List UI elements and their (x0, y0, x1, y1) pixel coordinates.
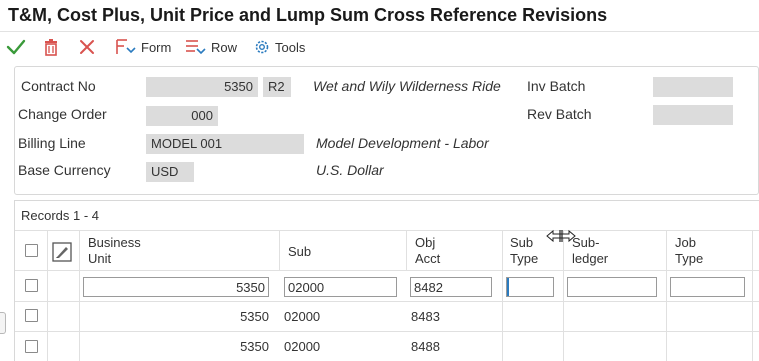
records-grid: Records 1 - 4 Business Unit Sub Obj Acct… (14, 200, 759, 361)
col-header-obj-acct-line1: Obj (415, 235, 436, 250)
form-menu-button[interactable]: Form (114, 37, 171, 57)
row-menu-button[interactable]: Row (184, 37, 237, 57)
col-header-obj-acct-line2: Acct (415, 251, 441, 266)
billing-line-description: Model Development - Labor (316, 135, 489, 151)
rev-batch-label: Rev Batch (527, 106, 592, 122)
select-all-checkbox[interactable] (25, 244, 38, 257)
col-header-subledger[interactable]: Sub- ledger (572, 235, 608, 267)
row-checkbox[interactable] (25, 279, 38, 292)
business-unit-input[interactable] (83, 277, 269, 297)
grid-top-border (15, 230, 759, 231)
base-currency-field: USD (146, 162, 194, 182)
change-order-field: 000 (146, 106, 218, 126)
title-bar: T&M, Cost Plus, Unit Price and Lump Sum … (0, 0, 759, 32)
row-checkbox[interactable] (25, 340, 38, 353)
row-checkbox[interactable] (25, 309, 38, 322)
col-header-sub-type[interactable]: Sub Type (510, 235, 538, 267)
x-icon (80, 40, 94, 54)
toolbar: Form Row Tools (0, 33, 759, 61)
billing-line-field: MODEL 001 (146, 134, 304, 154)
trash-icon (45, 39, 57, 56)
sub-input[interactable] (284, 277, 397, 297)
tools-menu-button[interactable]: Tools (252, 37, 305, 57)
subledger-input[interactable] (567, 277, 657, 297)
col-header-business-unit-line1: Business (88, 235, 141, 250)
page-title: T&M, Cost Plus, Unit Price and Lump Sum … (8, 5, 608, 25)
obj-acct-cell[interactable]: 8483 (411, 309, 440, 324)
checkmark-icon (6, 39, 26, 55)
col-divider (502, 230, 503, 361)
col-divider (752, 230, 753, 361)
header-form-panel: Contract No 5350 R2 Wet and Wily Wildern… (14, 66, 759, 195)
col-header-sub-type-line1: Sub (510, 235, 534, 250)
contract-no-label: Contract No (21, 78, 96, 94)
business-unit-cell[interactable]: 5350 (240, 339, 269, 354)
contract-type-field: R2 (263, 77, 291, 97)
column-resize-cursor-icon (546, 229, 576, 243)
records-count: Records 1 - 4 (21, 208, 100, 223)
col-header-subledger-line2: ledger (572, 251, 609, 266)
obj-acct-input[interactable] (410, 277, 492, 297)
base-currency-label: Base Currency (18, 162, 111, 178)
form-menu-label: Form (141, 39, 172, 55)
sub-type-input[interactable] (506, 277, 554, 297)
col-header-job-type-line2: Type (675, 251, 704, 266)
col-header-sub-type-line2: Type (510, 251, 539, 266)
rev-batch-field (653, 105, 733, 125)
col-divider (279, 230, 280, 270)
sub-cell[interactable]: 02000 (284, 339, 321, 354)
col-divider (563, 230, 564, 361)
job-type-input[interactable] (670, 277, 745, 297)
header-bottom-border (15, 270, 759, 271)
base-currency-description: U.S. Dollar (316, 162, 384, 178)
row-menu-label: Row (211, 39, 238, 55)
col-header-sub[interactable]: Sub (288, 244, 312, 259)
delete-button[interactable] (42, 37, 60, 57)
col-header-subledger-line1: Sub- (572, 235, 600, 250)
col-header-obj-acct[interactable]: Obj Acct (415, 235, 440, 267)
row-icon (186, 40, 206, 55)
grid-settings-icon[interactable] (52, 242, 72, 262)
side-panel-toggle[interactable] (0, 312, 6, 334)
form-icon (116, 39, 136, 54)
col-divider (406, 230, 407, 270)
col-header-business-unit-line2: Unit (88, 251, 112, 266)
col-header-job-type-line1: Job (675, 235, 696, 250)
business-unit-cell[interactable]: 5350 (240, 309, 269, 324)
gear-icon (255, 40, 269, 54)
contract-description: Wet and Wily Wilderness Ride (313, 78, 501, 94)
inv-batch-label: Inv Batch (527, 78, 586, 94)
cancel-button[interactable] (78, 37, 96, 57)
ok-button[interactable] (6, 37, 26, 57)
col-header-business-unit[interactable]: Business Unit (88, 235, 141, 267)
sub-cell[interactable]: 02000 (284, 309, 321, 324)
col-header-job-type[interactable]: Job Type (675, 235, 703, 267)
row-divider (15, 331, 759, 332)
billing-line-label: Billing Line (18, 135, 86, 151)
change-order-label: Change Order (18, 106, 107, 122)
inv-batch-field (653, 77, 733, 97)
contract-no-field: 5350 (146, 77, 258, 97)
col-divider (79, 230, 80, 361)
col-divider (47, 230, 48, 361)
row-divider (15, 301, 759, 302)
obj-acct-cell[interactable]: 8488 (411, 339, 440, 354)
col-divider (666, 230, 667, 361)
tools-menu-label: Tools (275, 39, 306, 55)
